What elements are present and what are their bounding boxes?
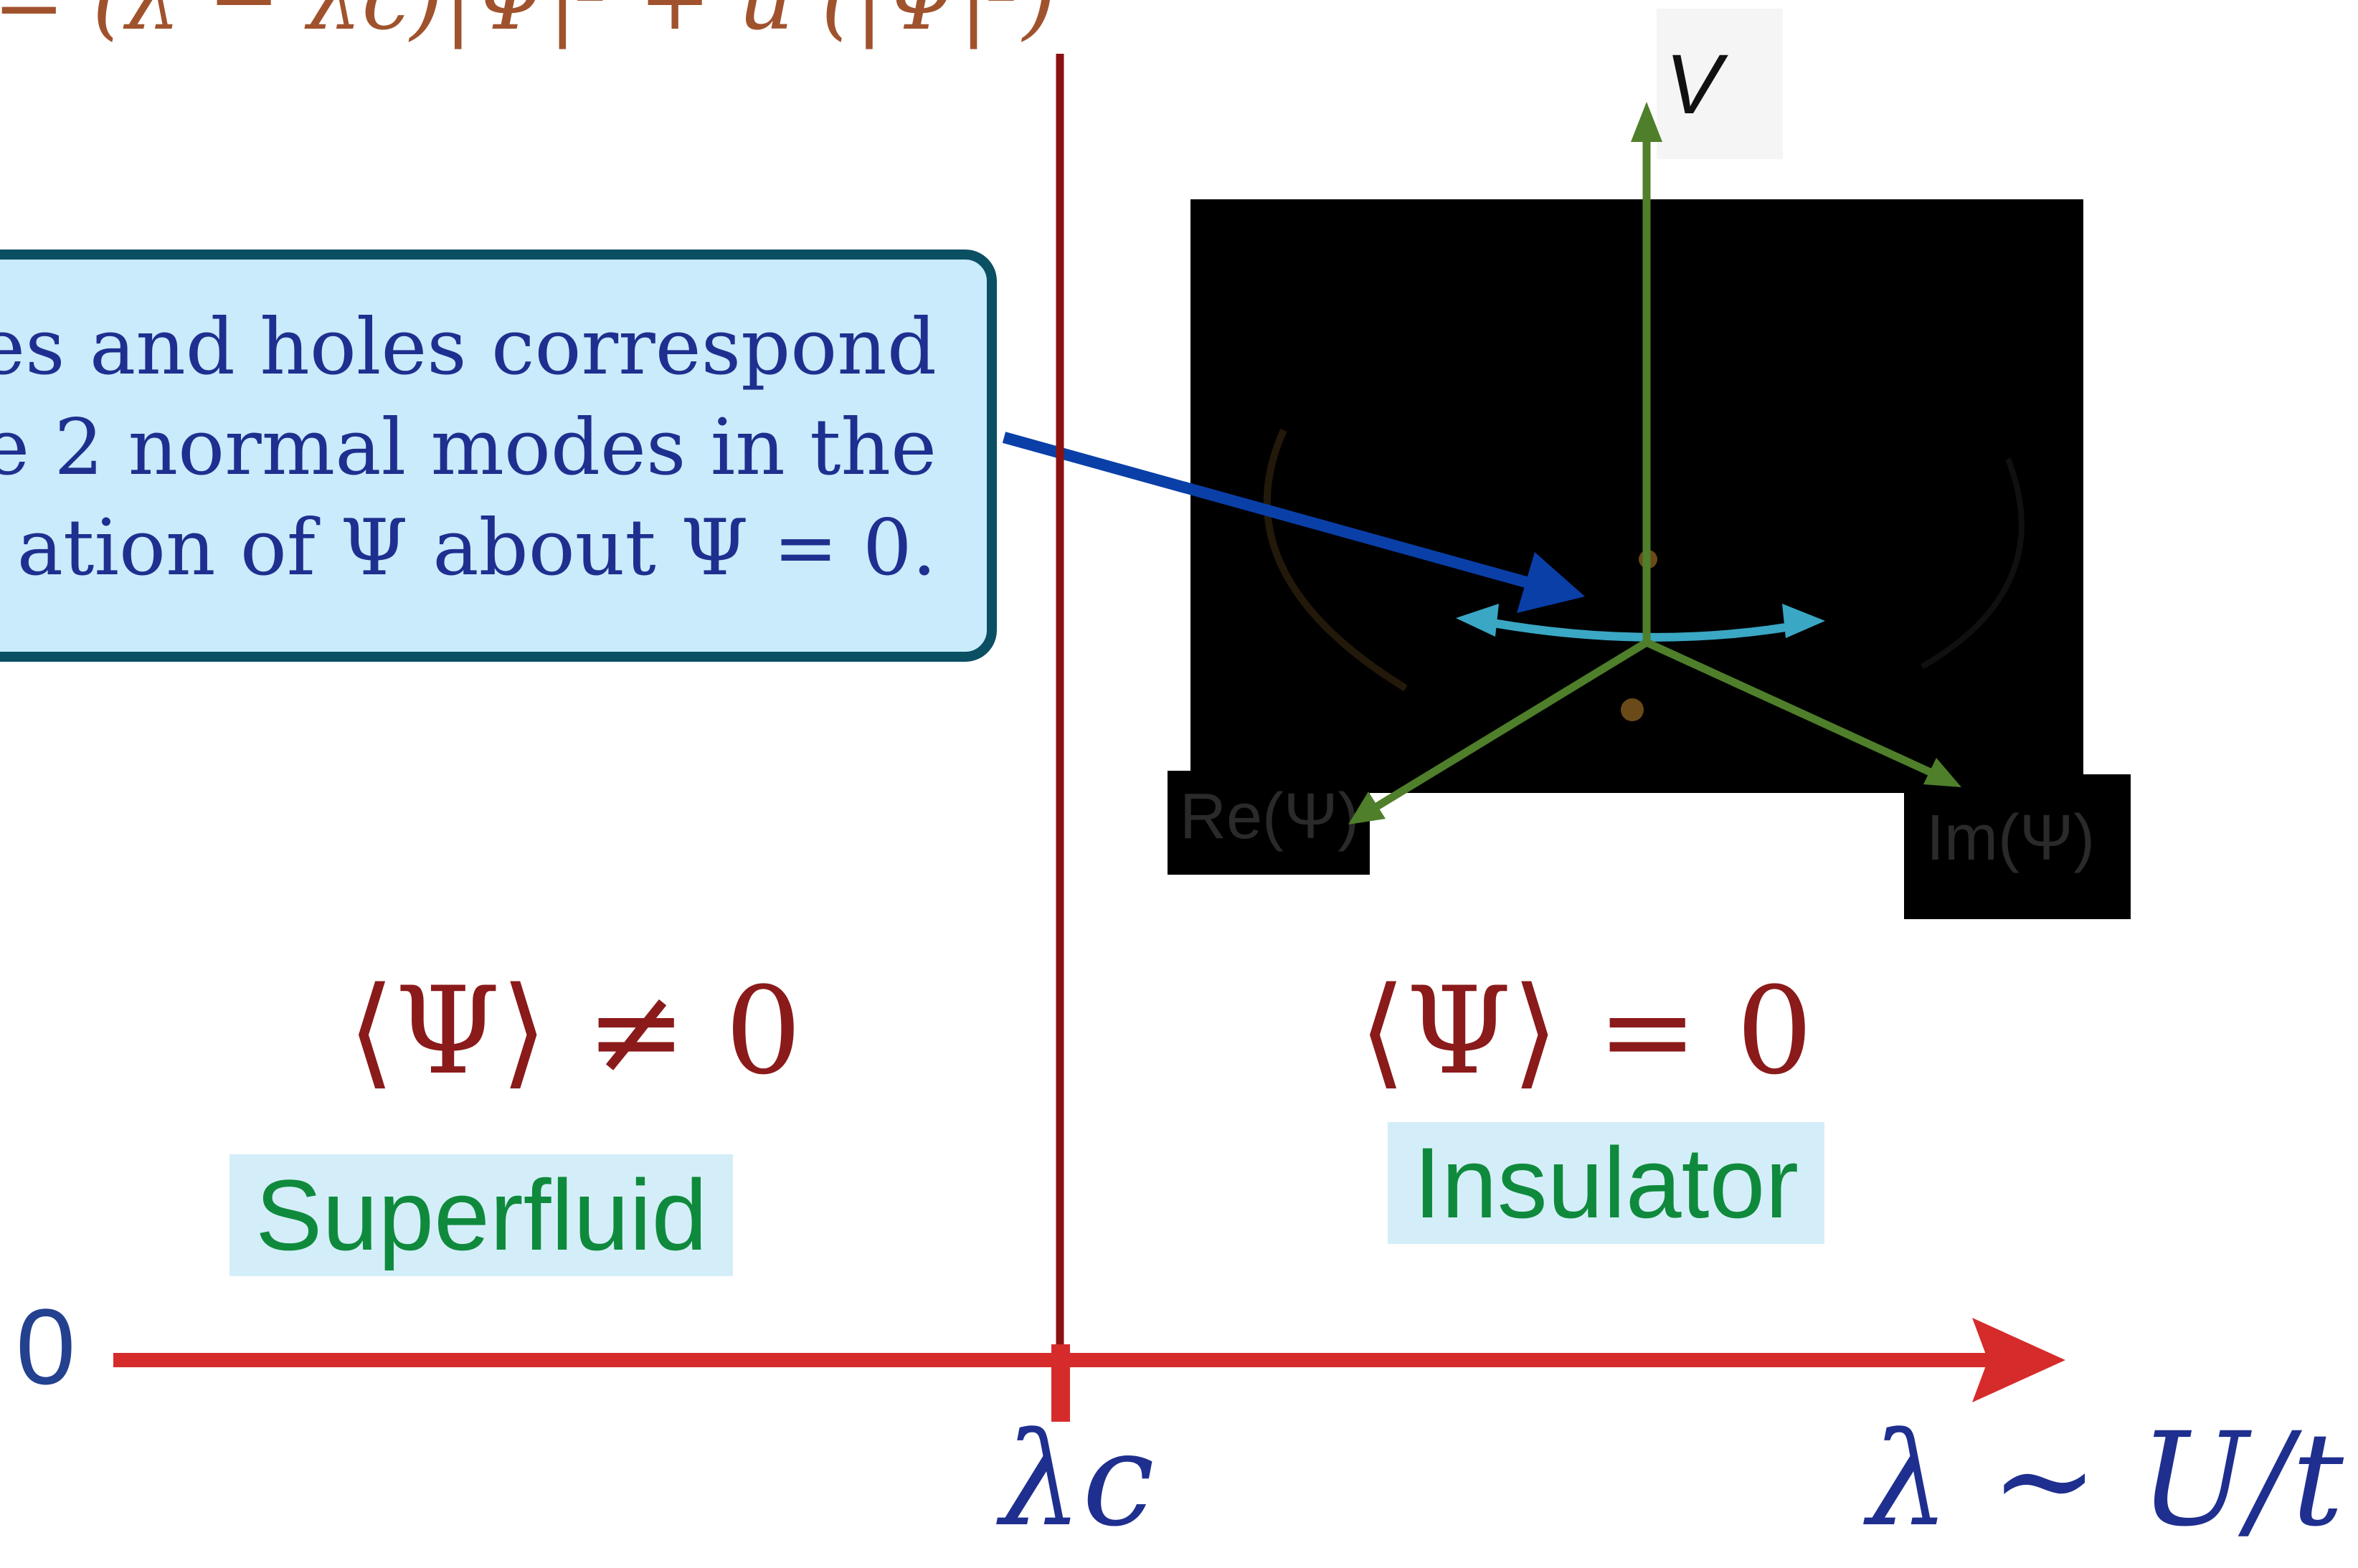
normal-mode-arrows: [1456, 604, 1825, 638]
insulator-order-parameter: ⟨Ψ⟩ = 0: [1359, 961, 1813, 1101]
psi-origin-marker-bottom: [1621, 698, 1644, 721]
potential-bowl: [1267, 430, 1406, 688]
superfluid-order-parameter: ⟨Ψ⟩ ≠ 0: [348, 961, 802, 1101]
critical-lambda-label: λc: [1000, 1405, 1155, 1555]
origin-label: 0: [16, 1285, 75, 1409]
superfluid-label: Superfluid: [229, 1154, 733, 1276]
insulator-label: Insulator: [1388, 1122, 1824, 1244]
lambda-axis-label: λ ∼ U/t: [1867, 1405, 2344, 1555]
v-axis-arrowhead: [1631, 102, 1662, 142]
plot-axes: [1359, 125, 1951, 817]
